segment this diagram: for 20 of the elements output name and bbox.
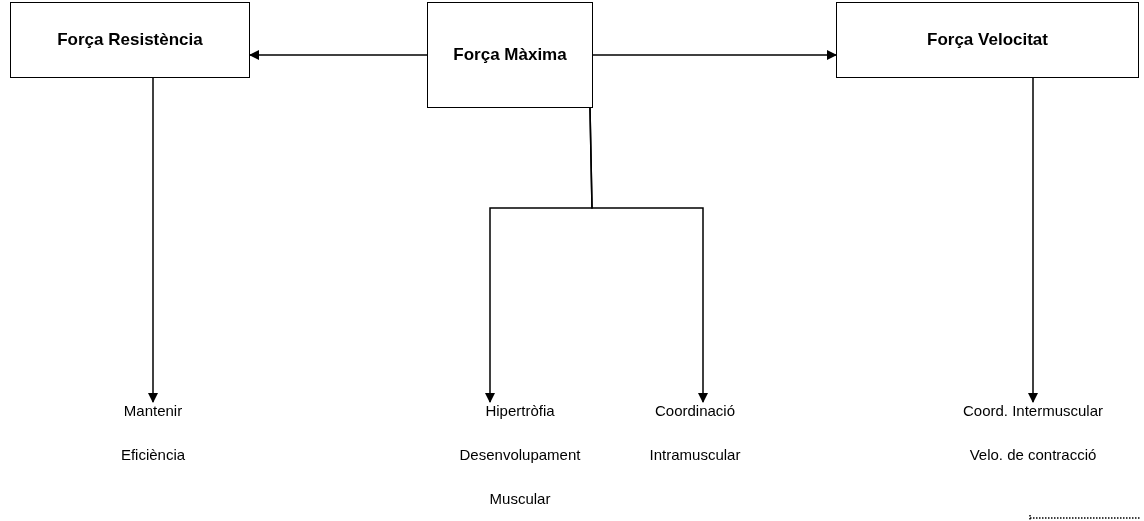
text-label: Coordinació: [654, 402, 735, 420]
text-label: Muscular: [489, 490, 551, 508]
text-label: Eficiència: [120, 446, 186, 464]
arrow: [148, 77, 158, 403]
process-box: [427, 2, 593, 108]
process-box: [10, 2, 250, 78]
text-label: Hipertròfia: [485, 402, 555, 420]
text-label: Desenvolupament: [459, 446, 581, 464]
text-label: Intramuscular: [649, 446, 741, 464]
text-label: Mantenir: [123, 402, 183, 420]
arrow: [249, 50, 428, 60]
text-label: Coord. Intermuscular: [962, 402, 1104, 420]
box-title: Força Resistència: [57, 30, 203, 50]
arrow: [1028, 77, 1038, 403]
process-box: [836, 2, 1139, 78]
text-label: Velo. de contracció: [969, 446, 1097, 464]
box-title: Força Velocitat: [927, 30, 1048, 50]
arrow: [592, 50, 837, 60]
arrow: [589, 107, 708, 403]
box-title: Força Màxima: [453, 45, 567, 65]
